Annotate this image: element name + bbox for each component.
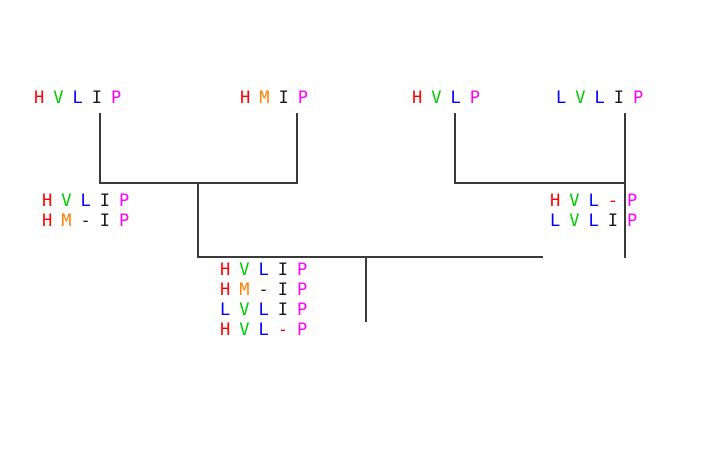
residue-V: V — [53, 88, 73, 108]
residue-P: P — [119, 211, 139, 231]
edge-root-stem — [365, 256, 367, 322]
residue-H: H — [42, 211, 62, 231]
residue-V: V — [431, 88, 451, 108]
residue-gap: - — [277, 320, 297, 340]
leaf-sequence-3: HVLP — [412, 88, 489, 108]
root-alignment-row-3: LVLIP — [220, 300, 316, 320]
residue-L: L — [550, 211, 570, 231]
residue-V: V — [569, 211, 589, 231]
edge-right-crossbar — [454, 182, 626, 184]
residue-I: I — [277, 300, 297, 320]
leaf-sequence-2: HMIP — [240, 88, 317, 108]
left-alignment-row-1: HVLIP — [42, 191, 138, 211]
residue-gap: - — [607, 191, 627, 211]
residue-gap: - — [258, 280, 278, 300]
residue-P: P — [469, 88, 489, 108]
leaf-sequence-1: HVLIP — [34, 88, 130, 108]
residue-I: I — [277, 280, 297, 300]
residue-H: H — [42, 191, 62, 211]
residue-I: I — [91, 88, 111, 108]
residue-L: L — [588, 191, 608, 211]
residue-L: L — [588, 211, 608, 231]
residue-M: M — [61, 211, 81, 231]
residue-V: V — [239, 300, 259, 320]
residue-P: P — [297, 260, 317, 280]
residue-H: H — [34, 88, 54, 108]
residue-H: H — [220, 320, 240, 340]
residue-H: H — [550, 191, 570, 211]
edge-leaf4-vertical — [624, 113, 626, 184]
residue-L: L — [258, 260, 278, 280]
residue-I: I — [277, 260, 297, 280]
residue-H: H — [240, 88, 260, 108]
residue-L: L — [258, 320, 278, 340]
residue-I: I — [613, 88, 633, 108]
residue-I: I — [607, 211, 627, 231]
residue-P: P — [297, 280, 317, 300]
residue-H: H — [220, 260, 240, 280]
residue-L: L — [258, 300, 278, 320]
residue-L: L — [72, 88, 92, 108]
residue-P: P — [297, 300, 317, 320]
edge-leaf3-vertical — [454, 113, 456, 184]
residue-P: P — [627, 191, 647, 211]
root-alignment-row-4: HVL-P — [220, 320, 316, 340]
residue-P: P — [633, 88, 653, 108]
edge-leaf2-vertical — [296, 113, 298, 184]
residue-P: P — [111, 88, 131, 108]
residue-H: H — [220, 280, 240, 300]
residue-H: H — [412, 88, 432, 108]
edge-leaf1-vertical — [99, 113, 101, 184]
residue-L: L — [220, 300, 240, 320]
residue-V: V — [239, 260, 259, 280]
residue-L: L — [450, 88, 470, 108]
residue-I: I — [99, 211, 119, 231]
residue-P: P — [297, 320, 317, 340]
residue-gap: - — [80, 211, 100, 231]
left-alignment-row-2: HM-IP — [42, 211, 138, 231]
residue-P: P — [627, 211, 647, 231]
edge-right-stem — [624, 182, 626, 258]
residue-V: V — [239, 320, 259, 340]
residue-V: V — [569, 191, 589, 211]
residue-L: L — [80, 191, 100, 211]
right-alignment-row-2: LVLIP — [550, 211, 646, 231]
residue-M: M — [239, 280, 259, 300]
residue-L: L — [556, 88, 576, 108]
residue-P: P — [297, 88, 317, 108]
edge-root-crossbar — [197, 256, 543, 258]
residue-V: V — [61, 191, 81, 211]
residue-I: I — [99, 191, 119, 211]
root-alignment-row-1: HVLIP — [220, 260, 316, 280]
residue-P: P — [119, 191, 139, 211]
leaf-sequence-4: LVLIP — [556, 88, 652, 108]
residue-L: L — [594, 88, 614, 108]
root-alignment-row-2: HM-IP — [220, 280, 316, 300]
right-alignment-row-1: HVL-P — [550, 191, 646, 211]
residue-M: M — [259, 88, 279, 108]
residue-I: I — [278, 88, 298, 108]
edge-left-stem — [197, 182, 199, 258]
residue-V: V — [575, 88, 595, 108]
